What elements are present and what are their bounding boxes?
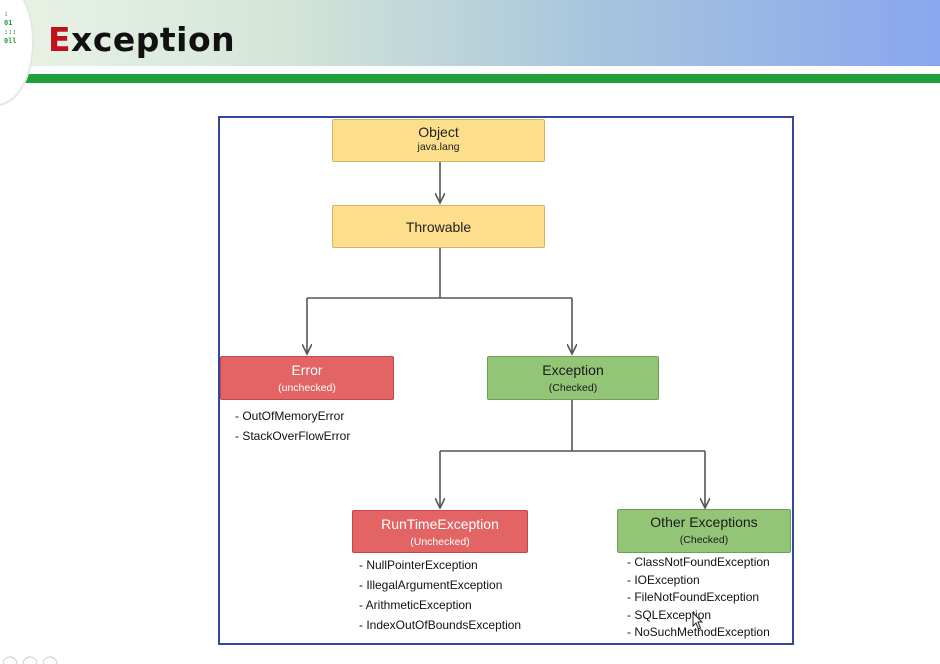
- node-error-subtitle: (unchecked): [278, 382, 336, 394]
- node-error-title: Error: [291, 362, 323, 378]
- logo-mark-text: : 01 ::: 0ll: [4, 10, 17, 45]
- list-item: - StackOverFlowError: [235, 429, 351, 443]
- list-item: - FileNotFoundException: [627, 590, 760, 604]
- node-runtime-subtitle: (Unchecked): [410, 536, 470, 548]
- list-item: - NullPointerException: [359, 558, 478, 572]
- page-title-initial: E: [48, 20, 72, 59]
- node-error: Error (unchecked): [220, 356, 394, 400]
- list-item: - IllegalArgumentException: [359, 578, 503, 592]
- header-rule-white: [0, 66, 940, 74]
- node-other-subtitle: (Checked): [679, 534, 729, 546]
- node-exception-title: Exception: [542, 362, 604, 378]
- mouse-cursor-icon: [692, 612, 704, 630]
- list-item: - IndexOutOfBoundsException: [359, 618, 522, 632]
- node-other-title: Other Exceptions: [650, 514, 758, 530]
- node-object-title: Object: [418, 124, 459, 140]
- header-rule-green: [0, 74, 940, 83]
- node-throwable-title: Throwable: [405, 219, 472, 235]
- runtime-examples: - NullPointerException - IllegalArgument…: [359, 555, 521, 635]
- node-object-subtitle: java.lang: [417, 141, 460, 153]
- node-runtime: RunTimeException (Unchecked): [352, 510, 528, 553]
- list-item: - OutOfMemoryError: [235, 409, 345, 423]
- header-banner: [0, 0, 940, 66]
- node-runtime-title: RunTimeException: [381, 516, 499, 532]
- list-item: - NoSuchMethodException: [627, 625, 770, 639]
- slide-nav-icons: [2, 656, 58, 664]
- node-exception-subtitle: (Checked): [548, 382, 598, 394]
- node-throwable: Throwable: [332, 205, 545, 248]
- page-title: Exception: [48, 18, 235, 62]
- other-examples: - ClassNotFoundException - IOException -…: [627, 554, 770, 642]
- list-item: - ClassNotFoundException: [627, 555, 770, 569]
- list-item: - SQLException: [627, 607, 712, 622]
- node-exception: Exception (Checked): [487, 356, 659, 400]
- node-other: Other Exceptions (Checked): [617, 509, 791, 553]
- node-object: Object java.lang: [332, 119, 545, 162]
- page-title-rest: xception: [71, 20, 236, 59]
- list-item: - ArithmeticException: [359, 598, 472, 612]
- error-examples: - OutOfMemoryError - StackOverFlowError: [235, 406, 350, 446]
- list-item: - IOException: [627, 572, 700, 587]
